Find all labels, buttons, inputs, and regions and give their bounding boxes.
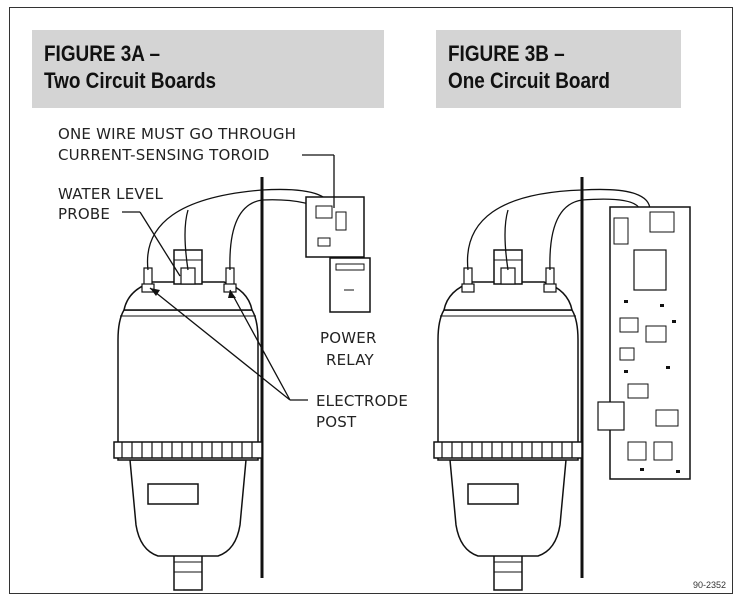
figure-3a-title-line1: FIGURE 3A –: [44, 41, 161, 66]
relay-label-line2: RELAY: [326, 351, 374, 369]
figure-frame: [9, 7, 733, 594]
figure-3a-title-line2: Two Circuit Boards: [44, 68, 217, 93]
figure-3b-title-line2: One Circuit Board: [448, 68, 610, 93]
probe-label-line1: WATER LEVEL: [58, 185, 164, 203]
toroid-label-line1: ONE WIRE MUST GO THROUGH: [58, 125, 297, 143]
electrode-label-line2: POST: [316, 413, 357, 431]
probe-label-line2: PROBE: [58, 205, 111, 223]
figure-3a-title: FIGURE 3A – Two Circuit Boards: [32, 30, 384, 108]
figure-3b-title-line1: FIGURE 3B –: [448, 41, 565, 66]
electrode-label-line1: ELECTRODE: [316, 392, 409, 410]
figure-3b-title: FIGURE 3B – One Circuit Board: [436, 30, 681, 108]
relay-label-line1: POWER: [320, 329, 377, 347]
drawing-code: 90-2352: [692, 580, 726, 590]
toroid-label-line2: CURRENT-SENSING TOROID: [58, 146, 270, 164]
